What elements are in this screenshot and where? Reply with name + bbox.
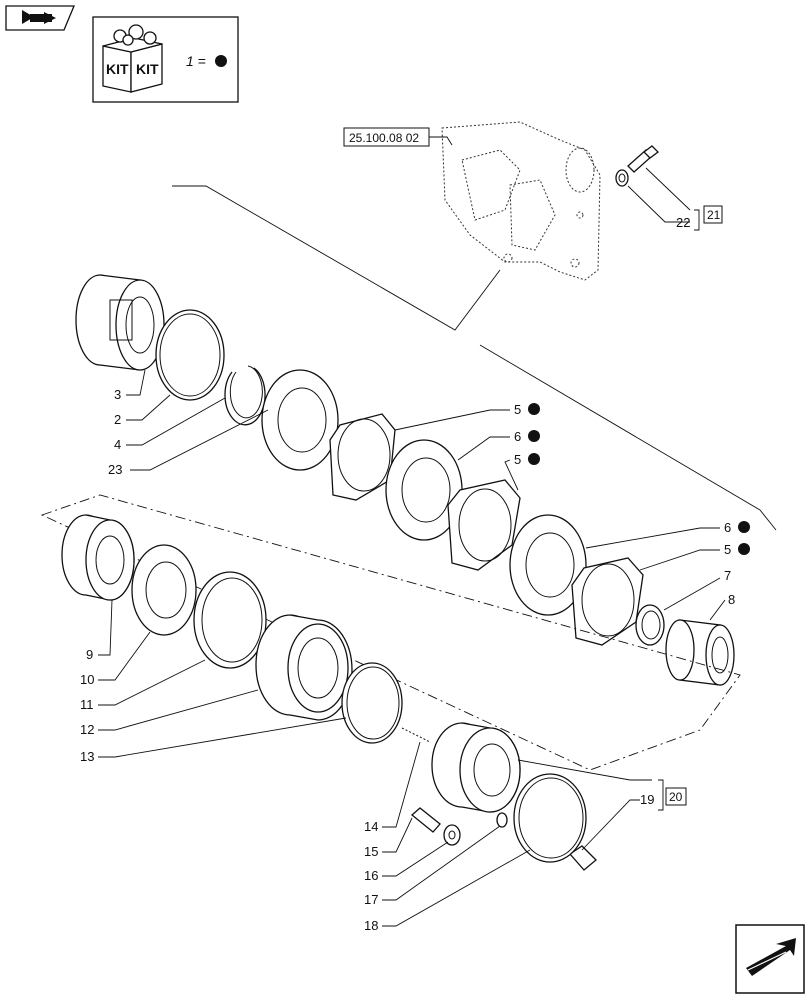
kit-marker-icon	[738, 543, 750, 555]
kit-marker-icon	[738, 521, 750, 533]
group-20-box[interactable]	[665, 787, 687, 806]
kit-legend: KIT KIT 1 =	[92, 16, 239, 103]
next-page-button[interactable]	[735, 924, 805, 994]
kit-marker-icon	[528, 453, 540, 465]
callout-16[interactable]: 16	[364, 868, 378, 883]
callout-3[interactable]: 3	[114, 387, 121, 402]
transmission-housing	[441, 121, 601, 281]
part-hub-cover	[431, 722, 521, 813]
callout-6b[interactable]: 6	[724, 520, 731, 535]
callout-12[interactable]: 12	[80, 722, 94, 737]
kit-box-icon: KIT KIT	[102, 24, 163, 93]
part-16-washer	[443, 824, 461, 846]
back-arrow-icon	[22, 10, 56, 24]
kit-legend-equation: 1 =	[186, 53, 206, 69]
callout-7[interactable]: 7	[724, 568, 731, 583]
part-5-plate-c	[571, 557, 644, 646]
part-10-washer	[131, 544, 197, 636]
group-21-label: 21	[707, 208, 721, 222]
callout-15[interactable]: 15	[364, 844, 378, 859]
callout-5b[interactable]: 5	[514, 452, 521, 467]
part-18-o-ring	[513, 773, 587, 863]
part-3-drum	[75, 274, 165, 371]
part-2-snap-ring	[155, 309, 225, 401]
part-6-disc-b	[509, 514, 587, 616]
callout-14[interactable]: 14	[364, 819, 378, 834]
callout-10[interactable]: 10	[80, 672, 94, 687]
part-22-breather	[615, 145, 659, 187]
part-4-circlip	[224, 365, 266, 426]
part-15-bolt	[410, 807, 441, 833]
part-5-plate-a	[329, 413, 396, 501]
callout-23[interactable]: 23	[108, 462, 122, 477]
callout-4[interactable]: 4	[114, 437, 121, 452]
axis-guide-lower	[479, 344, 777, 531]
part-11-ring	[193, 571, 267, 669]
callout-5c[interactable]: 5	[724, 542, 731, 557]
back-button[interactable]	[5, 5, 75, 31]
part-7-ring	[635, 604, 665, 646]
kit-marker-icon	[528, 430, 540, 442]
part-6-disc-a	[385, 439, 463, 541]
callout-9[interactable]: 9	[86, 647, 93, 662]
part-5-plate-b	[447, 479, 521, 571]
part-14-spring	[401, 727, 431, 743]
callout-19[interactable]: 19	[640, 792, 654, 807]
part-8-gear-hub	[665, 619, 735, 686]
kit-label-right: KIT	[136, 61, 159, 77]
kit-marker-icon	[215, 55, 227, 67]
axis-guide-upper	[172, 185, 501, 331]
part-23-disc	[261, 369, 339, 471]
kit-marker-icon	[528, 403, 540, 415]
assembly-ref-label: 25.100.08 02	[349, 131, 419, 145]
callout-8[interactable]: 8	[728, 592, 735, 607]
subassembly-outline	[40, 494, 741, 771]
part-13-o-ring	[341, 662, 403, 744]
group-20-label: 20	[669, 790, 683, 804]
part-19-screw	[569, 845, 597, 871]
callout-11[interactable]: 11	[80, 697, 94, 712]
callout-17[interactable]: 17	[364, 892, 378, 907]
next-page-arrow-icon	[746, 938, 796, 976]
kit-label-left: KIT	[106, 61, 129, 77]
callout-2[interactable]: 2	[114, 412, 121, 427]
part-12-piston	[255, 614, 353, 721]
callout-5a[interactable]: 5	[514, 402, 521, 417]
callout-18[interactable]: 18	[364, 918, 378, 933]
part-9-collar	[61, 514, 135, 601]
part-17-pin	[496, 812, 508, 828]
callout-6a[interactable]: 6	[514, 429, 521, 444]
callout-22: 22	[676, 215, 690, 230]
group-21-box[interactable]	[703, 205, 723, 224]
callout-13[interactable]: 13	[80, 749, 94, 764]
